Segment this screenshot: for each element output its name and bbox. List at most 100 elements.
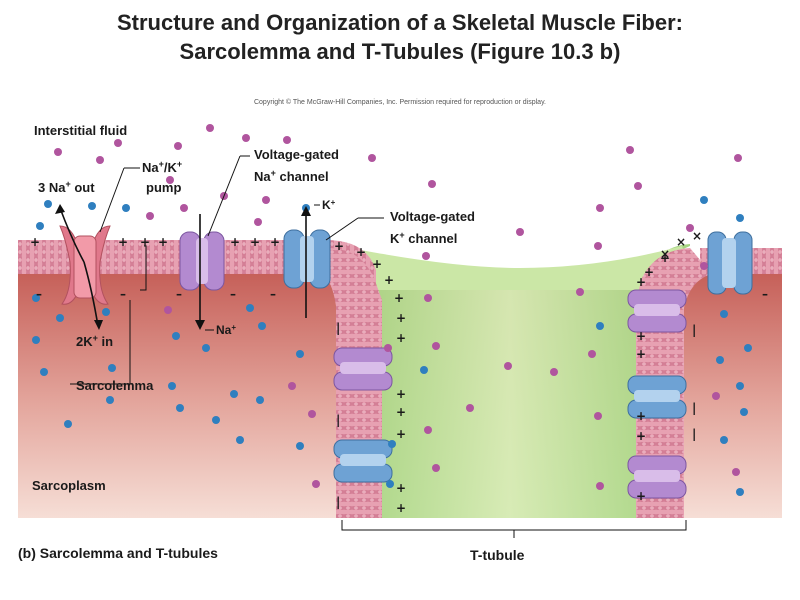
k-ion-dot [88,202,96,210]
na-ion-dot [594,412,602,420]
k-ion-dot [202,344,210,352]
minus-sign: | [692,401,696,415]
label-na-k-pump: Na+/K+ [142,159,182,175]
k-ion-dot [44,200,52,208]
label-sarcoplasm: Sarcoplasm [32,478,106,493]
k-ion-dot [32,294,40,302]
plus-sign: + [396,501,406,515]
label-interstitial-fluid: Interstitial fluid [34,123,127,138]
na-ion-dot [428,180,436,188]
tubule-k-channel-left [333,439,393,483]
na-ion-dot [288,382,296,390]
tubule-na-channel-right-top [627,289,687,333]
plus-sign: + [158,235,168,249]
na-ion-dot [576,288,584,296]
plus-sign: + [270,235,280,249]
minus-sign: | [692,427,696,441]
k-ion-dot [56,314,64,322]
minus-sign: – [270,287,276,301]
k-ion-dot [420,366,428,374]
na-ion-dot [686,224,694,232]
na-ion-dot [146,212,154,220]
na-ion-dot [732,468,740,476]
t-tubule-lumen [330,244,690,518]
transport-arrows [55,204,311,330]
na-ion-dot [424,294,432,302]
na-out-arrow [59,207,85,263]
na-ion-dot [422,252,430,260]
minus-sign: | [336,495,340,509]
tubule-k-channel-right [627,375,687,419]
na-ion-dot [384,344,392,352]
k-ion-dot [736,488,744,496]
na-ion-dot [242,134,250,142]
k-ion-dot [256,396,264,404]
k-ion-dot [32,336,40,344]
minus-sign: – [230,287,236,301]
plus-sign: + [636,347,646,361]
label-pump: pump [146,180,181,195]
na-ion-dot [254,218,262,226]
plus-sign: + [636,329,646,343]
na-ion-dot [96,156,104,164]
voltage-gated-k-channel-right [707,231,753,295]
na-ion-dot [734,154,742,162]
minus-sign: | [692,323,696,337]
k-ion-dot [720,310,728,318]
plus-sign: + [118,235,128,249]
na-ion-dot [700,262,708,270]
k-ion-dot [740,408,748,416]
label-vg-na-line1: Voltage-gated [254,147,339,162]
k-ion-dot [64,420,72,428]
na-ion-dot [432,342,440,350]
na-ion-dot [594,242,602,250]
plus-sign: + [644,265,654,279]
na-ion-dot [308,410,316,418]
minus-sign: – [762,287,768,301]
na-ion-dot [54,148,62,156]
plus-sign: + [30,235,40,249]
k-ion-dot [296,350,304,358]
sarcolemma-band-left [18,248,328,274]
plus-sign: + [140,235,150,249]
label-vg-k-line1: Voltage-gated [390,209,475,224]
plus-sign: + [384,273,394,287]
na-ion-dot [596,204,604,212]
membrane-charge-signs: +++++++++++++++++++++++++++–––––||||||–×… [30,229,768,515]
plus-sign: + [396,481,406,495]
plus-sign: + [230,235,240,249]
voltage-gated-k-channel [283,229,331,289]
leader-lines [70,155,687,538]
title-line-2: Sarcolemma and T-Tubules (Figure 10.3 b) [179,39,621,64]
na-ion-dot [283,136,291,144]
k-ion-dot [230,390,238,398]
plus-sign: + [250,235,260,249]
k-ion-dot [596,322,604,330]
plus-sign: + [636,409,646,423]
k-ion-dot [176,404,184,412]
na-ion-dot [368,154,376,162]
plus-sign: + [396,331,406,345]
na-ion-dot [432,464,440,472]
label-t-tubule: T-tubule [470,547,525,563]
label-k-ion: K+ [322,198,336,212]
k-ion-dot [212,416,220,424]
minus-sign: – [176,287,182,301]
label-sarcolemma: Sarcolemma [76,378,154,393]
title-line-1: Structure and Organization of a Skeletal… [116,10,683,35]
minus-sign: | [336,321,340,335]
k-ion-dot [744,344,752,352]
minus-sign: | [336,413,340,427]
k-ion-dot [736,214,744,222]
minus-sign: – [120,287,126,301]
k-ion-dot [168,382,176,390]
plus-sign: + [334,239,344,253]
minus-sign: – [36,287,42,301]
na-ion-dot [504,362,512,370]
k-ion-dot [102,308,110,316]
k-ion-dot [388,440,396,448]
na-ion-dot [596,482,604,490]
figure-caption: (b) Sarcolemma and T-tubules [18,545,218,561]
k-ion-dot [108,364,116,372]
